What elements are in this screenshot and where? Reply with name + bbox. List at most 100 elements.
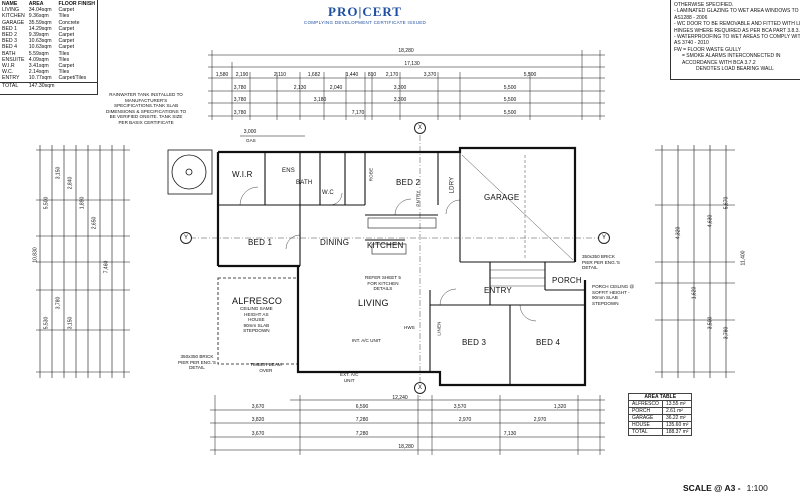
dim-left: 7,460 <box>103 260 110 274</box>
grid-marker-y-left: Y <box>180 232 192 244</box>
schedule-header-area: AREA <box>28 1 44 7</box>
schedule-cell: Carpet <box>58 38 75 45</box>
room-bed-2: BED 2 <box>396 178 421 187</box>
schedule-cell: 34.04sqm <box>28 7 52 14</box>
schedule-cell: 35.59sqm <box>28 19 52 26</box>
dim-bottom-row2: 3,820 <box>251 417 265 423</box>
dim-top-row2: 3,780 <box>233 85 247 91</box>
dim-bottom-row2: 2,970 <box>458 417 472 423</box>
area-table-cell: 135.60 m² <box>661 421 693 429</box>
room-kitchen: KITCHEN <box>367 241 404 250</box>
dim-bottom-row3: 7,130 <box>503 431 517 437</box>
schedule-cell: BATH <box>2 50 16 57</box>
dim-top-row2: 2,130 <box>293 85 307 91</box>
dim-left: 5,530 <box>43 316 50 330</box>
garage-cross <box>461 154 574 261</box>
dim-bottom-row1: 3,670 <box>251 404 265 410</box>
dim-bottom-row3: 7,280 <box>355 431 369 437</box>
schedule-cell: 9.36sqm <box>28 13 49 20</box>
area-table-cell: TOTAL <box>628 428 663 436</box>
dim-top-row3: 3,180 <box>313 97 327 103</box>
room-porch: PORCH <box>552 276 582 285</box>
schedule-cell: BED 1 <box>2 25 17 32</box>
dim-bottom-row1: 6,590 <box>355 404 369 410</box>
note-line: - WATERPROOFING TO WET AREAS TO COMPLY W… <box>674 34 800 41</box>
note-brick-pier-right: 350x350 BRICK PIER PER ENG.'S DETAIL <box>582 254 620 271</box>
schedule-cell: ENSUITE <box>2 56 25 63</box>
room-laundry: LDRY <box>449 176 456 194</box>
alfresco-outline <box>217 277 299 365</box>
schedule-header-name: NAME <box>2 1 18 7</box>
note-line: AS 3740 - 2010 <box>674 40 709 47</box>
schedule-cell: Carpet <box>58 44 75 51</box>
schedule-cell: Carpet <box>58 25 75 32</box>
note-line: HINGES WHERE REQUIRED AS PER BCA PART 3.… <box>674 27 800 34</box>
note-timber-beam: TIMBER BEAM OVER <box>250 362 282 373</box>
room-living: LIVING <box>358 298 389 308</box>
schedule-cell: 4.09sqm <box>28 56 49 63</box>
room-bath: BATH <box>296 180 313 186</box>
drawing-scale: SCALE @ A3 - 1:100 <box>683 483 768 493</box>
dim-bottom-row2: 2,970 <box>533 417 547 423</box>
dim-right: 4,320 <box>675 226 682 240</box>
dim-top-row1: 2,110 <box>273 72 287 78</box>
area-table-cell: HOUSE <box>628 421 663 429</box>
area-table-cell: 36.22 m² <box>661 414 693 422</box>
dim-top-row4: 3,780 <box>233 110 247 116</box>
dim-left: 1,890 <box>79 196 86 210</box>
dim-top-row2: 2,040 <box>329 85 343 91</box>
schedule-cell: BED 4 <box>2 44 17 51</box>
schedule-cell: BED 3 <box>2 38 17 45</box>
note-ac-unit: EXT. A/C UNIT <box>340 372 359 383</box>
schedule-cell: W.C. <box>2 69 14 76</box>
schedule-cell: 14.29sqm <box>28 25 52 32</box>
general-notes: OTHERWISE SPECIFIED. - LAMINATED GLAZING… <box>670 0 800 80</box>
note-line: FW = FLOOR WASTE GULLY <box>674 46 742 53</box>
schedule-header-finish: FLOOR FINISH <box>58 1 96 7</box>
schedule-cell: Carpet <box>58 63 75 70</box>
dim-top-row1: 3,370 <box>423 72 437 78</box>
schedule-cell: 10.63sqm <box>28 38 52 45</box>
note-gas: GAS <box>246 138 256 143</box>
schedule-cell: Carpet <box>58 32 75 39</box>
dim-top-row1: 1,440 <box>345 72 359 78</box>
dim-right: 4,630 <box>707 214 714 228</box>
note-porch-ceiling: PORCH CEILING @ SOFFIT HEIGHT - 90mm SLA… <box>592 284 635 306</box>
dim-top-row1: 1,580 <box>215 72 229 78</box>
area-table-cell: 2.61 m² <box>661 407 693 415</box>
schedule-cell: KITCHEN <box>2 13 25 20</box>
schedule-cell: BED 2 <box>2 32 17 39</box>
schedule-cell: W.I.R <box>2 63 15 70</box>
dim-left: 10,830 <box>32 247 39 263</box>
dim-top-second: 17,130 <box>404 61 420 67</box>
note-rainwater-tank: RAINWATER TANK INSTALLED TO MANUFACTURER… <box>106 92 187 125</box>
top-dimension-lines <box>208 50 605 137</box>
dim-left: 3,780 <box>55 296 62 310</box>
room-ensuite: ENS <box>282 168 295 174</box>
room-bed-1: BED 1 <box>248 238 273 247</box>
dim-top-row1: 1,682 <box>307 72 321 78</box>
dim-top-row4: 5,500 <box>503 110 517 116</box>
schedule-cell: Tiles <box>58 50 70 57</box>
dim-bottom-mid: 12,240 <box>392 395 408 401</box>
dim-top-row2: 3,300 <box>393 85 407 91</box>
note-brick-pier-left: 350x350 BRICK PIER PER ENG.'S DETAIL <box>178 354 216 371</box>
right-dimension-lines <box>655 145 735 378</box>
dim-left: 2,650 <box>91 216 98 230</box>
note-hws: HWS <box>404 325 415 330</box>
dim-top-row2: 5,500 <box>503 85 517 91</box>
dim-top-row1: 810 <box>367 72 377 78</box>
schedule-cell: Carpet <box>58 7 75 14</box>
dim-top-row1: 2,170 <box>385 72 399 78</box>
grid-marker-x-bottom: X <box>414 382 426 394</box>
room-wir: W.I.R <box>232 170 253 179</box>
note-line: = SMOKE ALARMS INTERCONNECTED IN <box>682 53 781 60</box>
internal-walls <box>218 152 585 385</box>
room-linen: LINEN <box>436 321 442 336</box>
scale-ratio: 1:100 <box>746 483 768 493</box>
area-table-title: AREA TABLE <box>627 393 693 401</box>
schedule-cell: GARAGE <box>2 19 25 26</box>
scale-label: SCALE @ A3 - <box>683 483 741 493</box>
rainwater-tank <box>167 149 213 195</box>
schedule-cell: 2.14sqm <box>28 69 49 76</box>
